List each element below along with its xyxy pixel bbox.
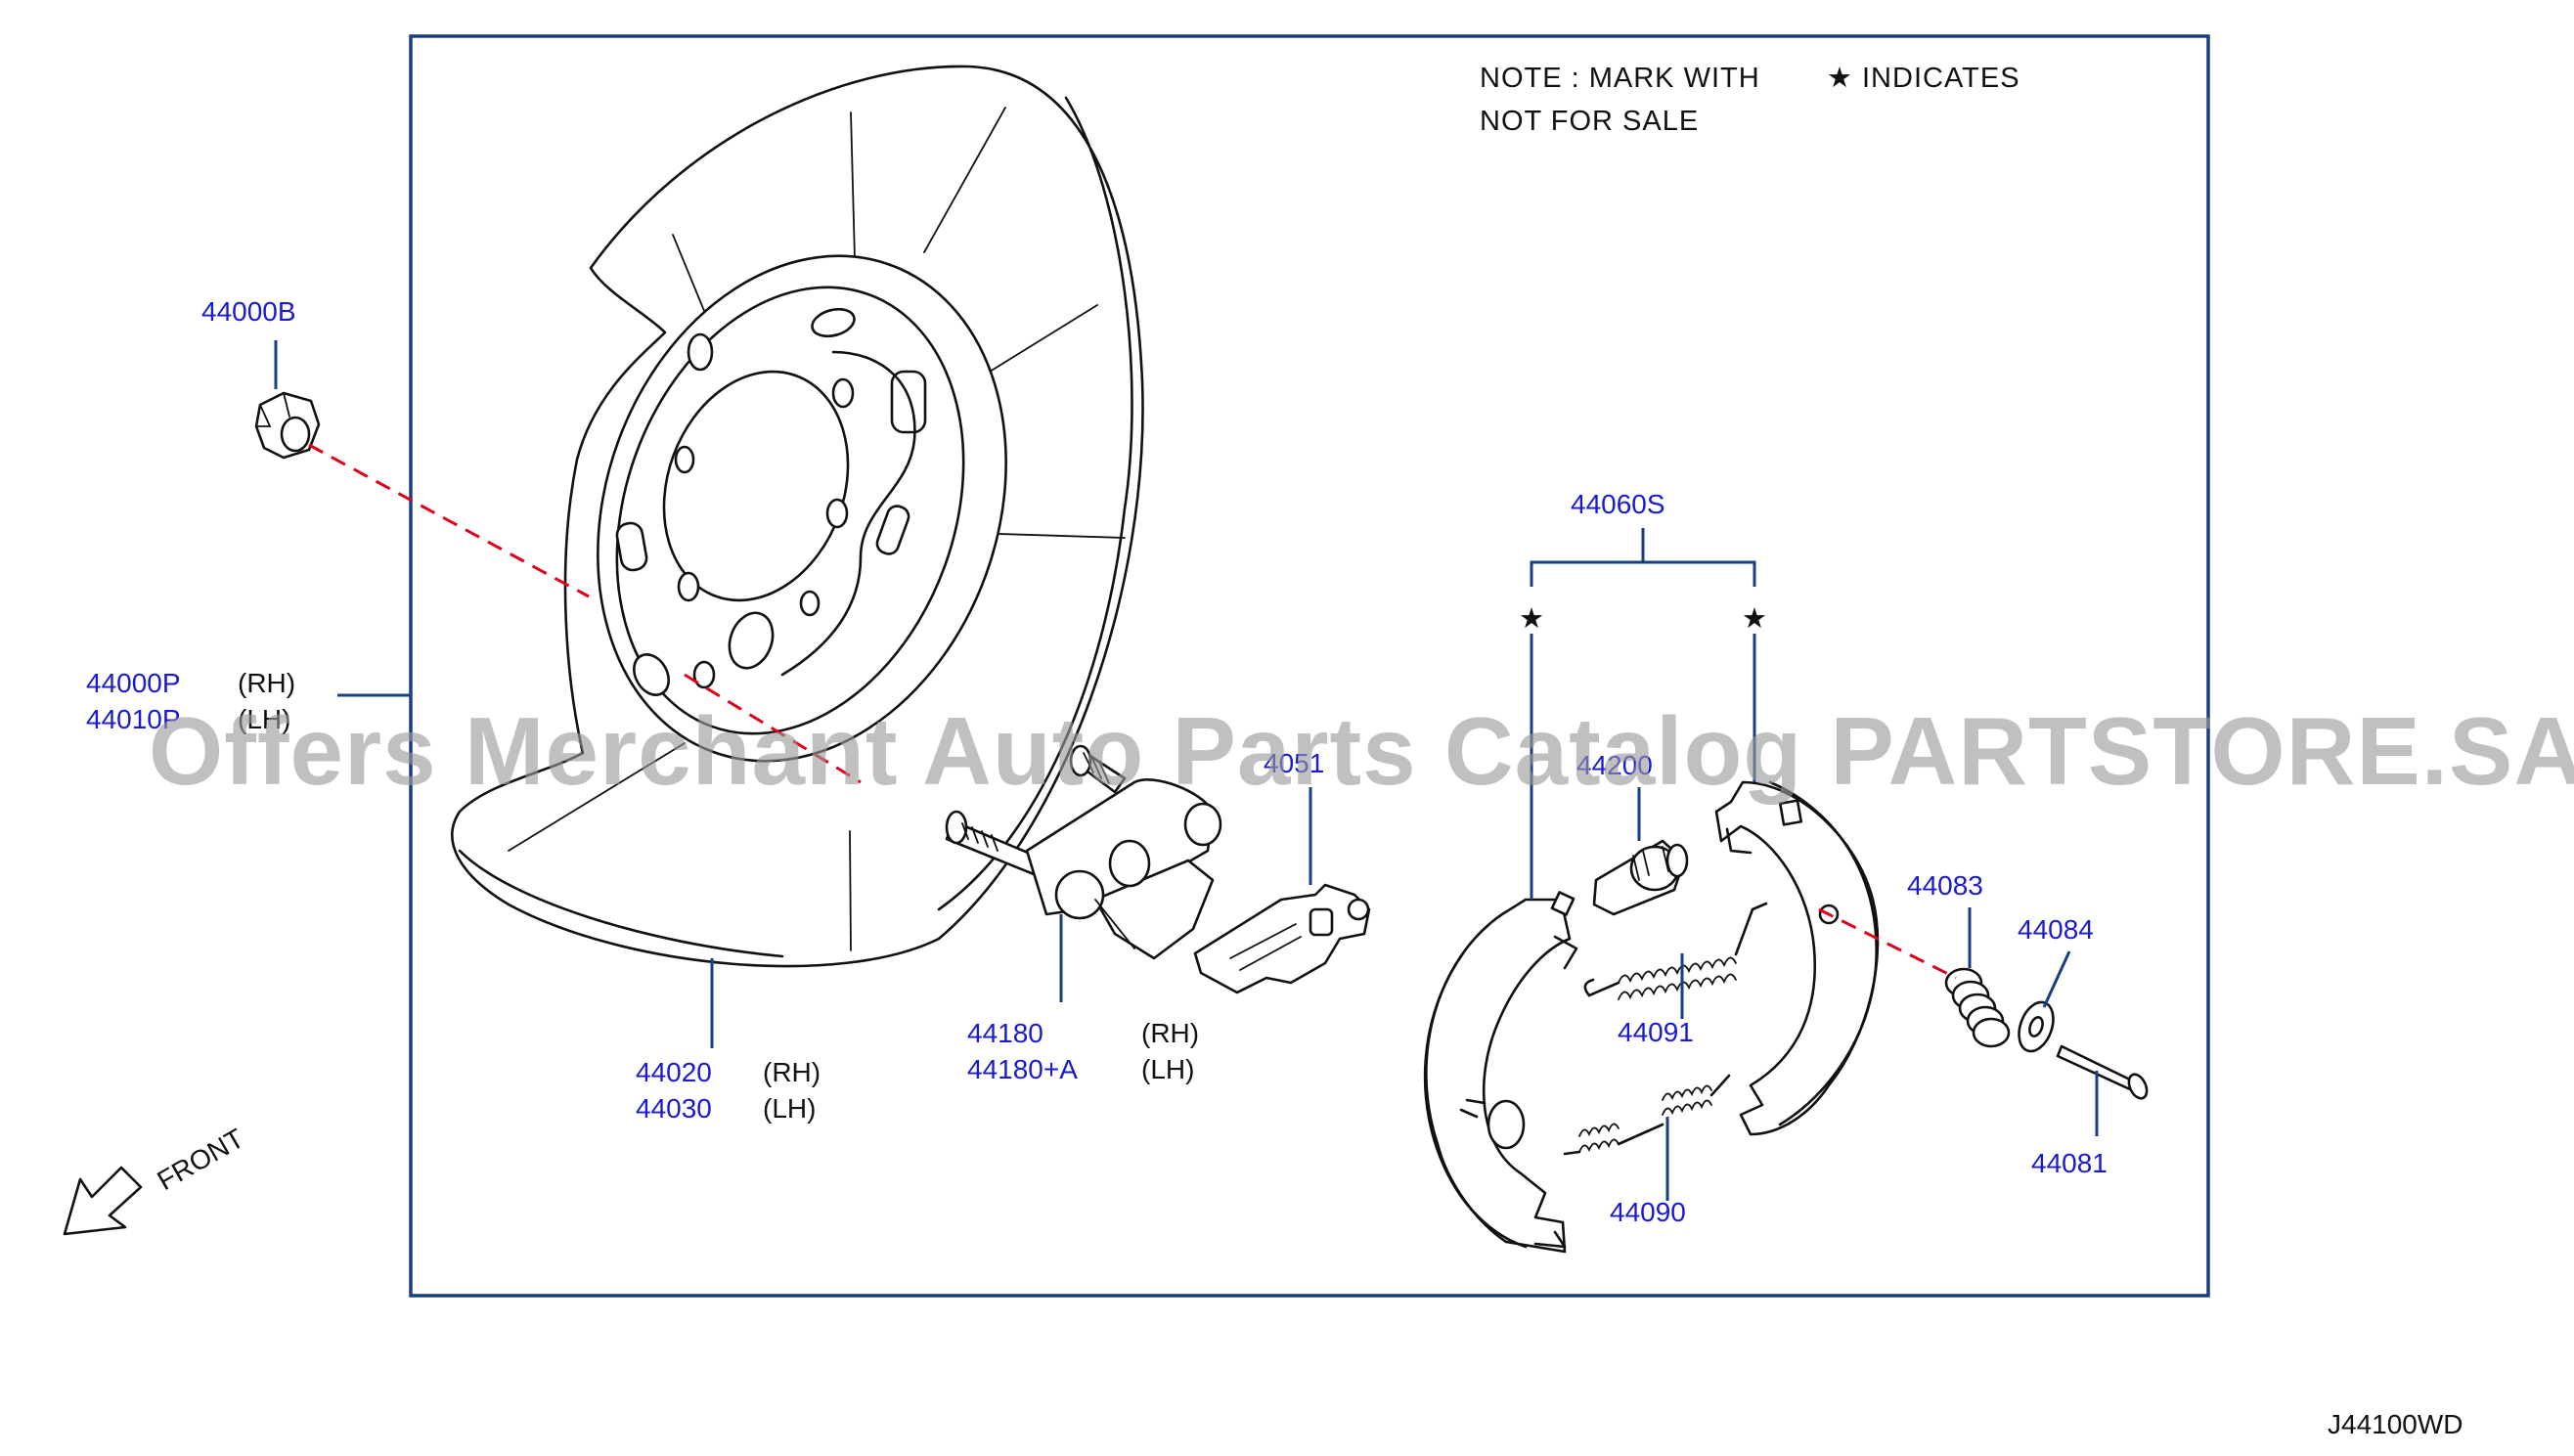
- diagram-frame: [409, 34, 2210, 1298]
- part-label-44090[interactable]: 44090: [1610, 1197, 1686, 1227]
- part-label-44060S[interactable]: 44060S: [1571, 489, 1665, 519]
- upper-return-spring-part[interactable]: [1583, 902, 1768, 1000]
- side-label-44030: (LH): [763, 1093, 816, 1124]
- brake-shoe-left-part[interactable]: [1423, 891, 1578, 1254]
- part-label-44084[interactable]: 44084: [2018, 914, 2094, 945]
- front-direction-indicator: FRONT: [63, 1123, 249, 1236]
- part-label-44030[interactable]: 44030: [636, 1093, 712, 1124]
- part-label-44020[interactable]: 44020: [636, 1057, 712, 1087]
- note-line-1-end: INDICATES: [1862, 63, 2020, 94]
- diagram-code: J44100WD: [2328, 1409, 2463, 1439]
- shoe-adjuster-part[interactable]: [1592, 839, 1689, 916]
- side-label-44000P: (RH): [238, 668, 295, 698]
- part-label-4051[interactable]: 4051: [1264, 748, 1324, 778]
- adjuster-lever-part[interactable]: [945, 744, 1222, 960]
- part-label-44180[interactable]: 44180: [967, 1018, 1043, 1048]
- leader-44060S: [1530, 560, 1756, 587]
- hold-down-cup-part[interactable]: [2013, 997, 2060, 1056]
- part-label-44200[interactable]: 44200: [1576, 750, 1653, 780]
- note-line-1: NOTE : MARK WITH: [1480, 63, 1760, 94]
- part-label-44083[interactable]: 44083: [1907, 870, 1983, 901]
- front-arrow-icon: [63, 1166, 143, 1236]
- note-line-2: NOT FOR SALE: [1480, 106, 1699, 137]
- alignment-line-pin: [1818, 907, 1957, 980]
- flange-nut-part[interactable]: [254, 391, 321, 460]
- brake-shoe-right-part[interactable]: [1714, 780, 1880, 1136]
- side-label-44010P: (LH): [238, 704, 290, 734]
- part-label-44081[interactable]: 44081: [2031, 1148, 2108, 1178]
- front-label: FRONT: [153, 1123, 249, 1196]
- note-star: ★: [1827, 63, 1853, 94]
- hold-down-spring-part[interactable]: [1944, 967, 2011, 1048]
- hold-down-pin-part[interactable]: [2056, 1044, 2151, 1101]
- lower-return-spring-part[interactable]: [1563, 1074, 1731, 1156]
- leader-44084: [2042, 950, 2071, 1008]
- watermark-text: Offers Merchant Auto Parts Catalog PARTS…: [149, 697, 2574, 805]
- part-label-44091[interactable]: 44091: [1618, 1017, 1694, 1047]
- parking-lever-part[interactable]: [1193, 883, 1371, 994]
- alignment-line-nut: [308, 443, 590, 598]
- note-box: NOTE : MARK WITH ★ INDICATES NOT FOR SAL…: [1480, 63, 2020, 137]
- side-label-44180A: (LH): [1141, 1054, 1194, 1084]
- part-label-44180A[interactable]: 44180+A: [967, 1054, 1078, 1084]
- side-label-44180: (RH): [1141, 1018, 1199, 1048]
- part-label-44000P[interactable]: 44000P: [86, 668, 181, 698]
- star-right: ★: [1742, 603, 1768, 635]
- part-label-44000B[interactable]: 44000B: [201, 296, 296, 327]
- part-label-44010P[interactable]: 44010P: [86, 704, 181, 734]
- backing-plate-part[interactable]: [451, 65, 1144, 968]
- alignment-line-lever: [684, 673, 862, 784]
- side-label-44020: (RH): [763, 1057, 821, 1087]
- star-left: ★: [1519, 603, 1545, 635]
